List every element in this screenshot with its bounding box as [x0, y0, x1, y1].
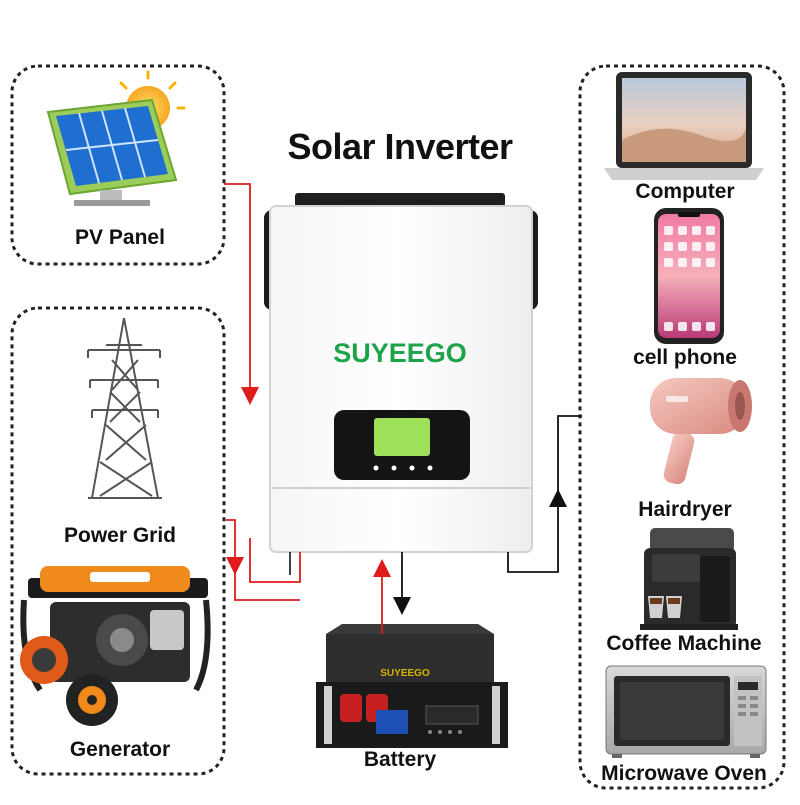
battery-label: Battery	[363, 748, 437, 771]
solar-panel-icon	[46, 98, 178, 206]
power-grid-label: Power Grid	[63, 524, 177, 547]
loads-frame	[578, 64, 786, 790]
inverter-device	[264, 193, 538, 553]
battery-device	[316, 624, 508, 748]
grid-input-feed	[249, 538, 301, 583]
generator-icon	[20, 566, 211, 726]
inverter-brand-logo: SUYEEGO	[333, 338, 467, 368]
grid-generator-frame	[10, 306, 226, 776]
coffee-machine-icon	[640, 528, 738, 630]
page-title: Solar Inverter	[287, 126, 513, 167]
microwave-oven-label: Microwave Oven	[601, 762, 767, 785]
pv-panel-label: PV Panel	[75, 226, 165, 249]
cell-phone-label: cell phone	[633, 346, 737, 369]
cell-phone-icon	[654, 208, 724, 344]
microwave-oven-icon	[605, 665, 767, 758]
coffee-machine-label: Coffee Machine	[606, 632, 762, 655]
grid-input-line	[226, 519, 244, 575]
pv-input-line	[224, 183, 259, 405]
power-tower-icon	[87, 317, 162, 499]
load-output-line	[507, 489, 567, 573]
generator-input-line	[234, 566, 300, 601]
battery-brand-logo: SUYEEGO	[380, 668, 430, 679]
hairdryer-label: Hairdryer	[638, 498, 732, 521]
computer-icon	[604, 72, 764, 180]
hairdryer-icon	[650, 378, 752, 485]
pv-panel-frame	[10, 64, 226, 266]
load-bus-line	[557, 415, 582, 504]
computer-label: Computer	[635, 180, 735, 203]
generator-label: Generator	[69, 738, 171, 761]
